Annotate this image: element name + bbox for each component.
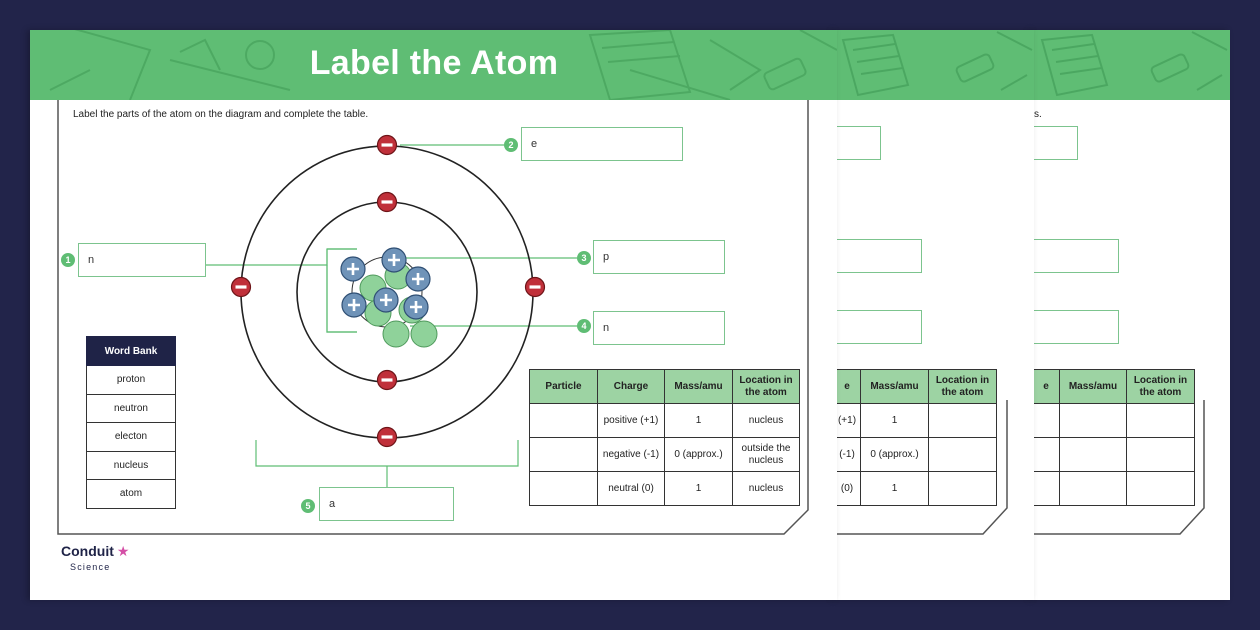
word-bank-item: neutron (86, 393, 176, 423)
label-box-3-partial[interactable] (835, 239, 922, 273)
col-header: e (1032, 369, 1060, 404)
particle-cell[interactable] (529, 437, 598, 472)
col-header-location: Location in the atom (732, 369, 800, 404)
label-number-4: 4 (577, 319, 591, 333)
table-row: negative (-1) 0 (approx.) outside the nu… (529, 437, 800, 472)
label-box-2[interactable]: e (521, 127, 683, 161)
banner-doodles-illustration (841, 31, 1033, 97)
particle-cell[interactable] (529, 403, 598, 438)
col-header: Mass/amu (1059, 369, 1127, 404)
word-bank: Word Bank proton neutron electon nucleus… (86, 336, 176, 509)
electron (376, 134, 398, 156)
title-banner (1032, 30, 1230, 100)
table-cell[interactable] (1059, 403, 1127, 438)
electron (230, 276, 252, 298)
word-bank-item: proton (86, 365, 176, 395)
proton (381, 247, 407, 273)
page-frame-corner (835, 400, 1008, 535)
label-box-5[interactable]: a (319, 487, 454, 521)
proton (340, 256, 366, 282)
label-number-2: 2 (504, 138, 518, 152)
label-box-4-partial[interactable] (1032, 310, 1119, 344)
table-cell: nucleus (732, 403, 800, 438)
atom-diagram (206, 134, 577, 487)
table-cell[interactable] (1126, 471, 1195, 506)
col-header: Location in the atom (1126, 369, 1195, 404)
neutron (382, 320, 410, 348)
table-cell[interactable] (928, 471, 997, 506)
label-box-4-partial[interactable] (835, 310, 922, 344)
table-cell: neutral (0) (597, 471, 665, 506)
col-header-charge: Charge (597, 369, 665, 404)
table-cell[interactable] (1059, 471, 1127, 506)
label-number-1: 1 (61, 253, 75, 267)
banner-doodles-illustration (49, 30, 837, 100)
word-bank-title: Word Bank (86, 336, 176, 366)
instruction-fragment: s. (1034, 109, 1042, 120)
table-cell: 0 (approx.) (664, 437, 733, 472)
label-box-2-partial[interactable] (1032, 126, 1078, 160)
particle-cell[interactable] (529, 471, 598, 506)
star-icon: ★ (116, 543, 130, 559)
label-number-3: 3 (577, 251, 591, 265)
label-box-4[interactable]: n (593, 311, 725, 345)
banner-doodles-illustration (1040, 31, 1228, 97)
table-cell[interactable] (1126, 403, 1195, 438)
table-cell: outside the nucleus (732, 437, 800, 472)
table-cell[interactable]: 1 (860, 471, 929, 506)
page-title: Label the Atom (309, 44, 559, 82)
col-header: Location in the atom (928, 369, 997, 404)
neutron (410, 320, 438, 348)
table-cell: nucleus (732, 471, 800, 506)
label-box-3[interactable]: p (593, 240, 725, 274)
table-cell: negative (-1) (597, 437, 665, 472)
table-cell: positive (+1) (597, 403, 665, 438)
electron (376, 426, 398, 448)
conduit-science-logo: Conduit★ Science (61, 543, 129, 572)
table-cell[interactable] (1032, 437, 1060, 472)
word-bank-item: electon (86, 422, 176, 452)
table-row: neutral (0) 1 nucleus (529, 471, 800, 506)
title-banner: Label the Atom (30, 30, 837, 100)
table-cell: 1 (664, 471, 733, 506)
page-frame-corner (1032, 400, 1205, 535)
col-header-mass: Mass/amu (664, 369, 733, 404)
proton (373, 287, 399, 313)
table-row: positive (+1) 1 nucleus (529, 403, 800, 438)
col-header-particle: Particle (529, 369, 598, 404)
logo-subtitle: Science (70, 562, 111, 572)
instructions-text: Label the parts of the atom on the diagr… (73, 109, 369, 120)
electron (524, 276, 546, 298)
electron (376, 369, 398, 391)
proton (405, 266, 431, 292)
worksheet-page-1: Label the Atom Label the parts of the at… (30, 30, 837, 600)
label-box-3-partial[interactable] (1032, 239, 1119, 273)
word-bank-item: nucleus (86, 450, 176, 480)
particle-table: Particle Charge Mass/amu Location in the… (529, 369, 800, 506)
logo-name: Conduit (61, 543, 114, 559)
col-header: e (835, 369, 861, 404)
label-number-5: 5 (301, 499, 315, 513)
col-header: Mass/amu (860, 369, 929, 404)
proton (403, 294, 429, 320)
label-box-1[interactable]: n (78, 243, 206, 277)
label-box-2-partial[interactable] (835, 126, 881, 160)
table-cell[interactable] (928, 403, 997, 438)
table-cell: 1 (664, 403, 733, 438)
proton (341, 292, 367, 318)
table-cell[interactable]: (+1) (835, 403, 861, 438)
table-cell[interactable]: 0 (approx.) (860, 437, 929, 472)
word-bank-item: atom (86, 479, 176, 509)
electron (376, 191, 398, 213)
title-banner (835, 30, 1034, 100)
page-frame (57, 100, 809, 535)
